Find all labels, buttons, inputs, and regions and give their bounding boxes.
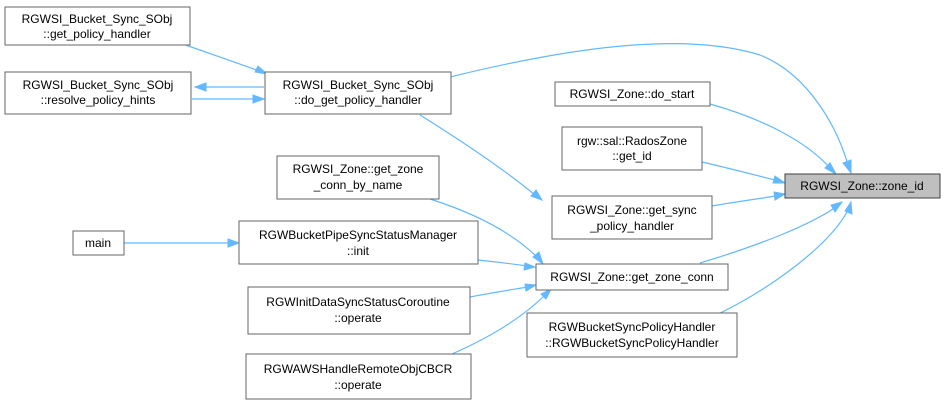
node-box <box>264 71 452 115</box>
edge-do-get-policy-handler-to-get-sync-policy-handler <box>419 114 536 196</box>
node-label-line-2: ::RGWBucketSyncPolicyHandler <box>545 336 718 350</box>
node-label-line-2: ::resolve_policy_hints <box>41 93 156 107</box>
node-zone-get-zone-conn-by-name[interactable]: RGWSI_Zone::get_zone _conn_by_name <box>276 155 440 200</box>
node-box <box>238 220 479 265</box>
edge-do-start-to-zone-id <box>709 103 831 169</box>
arrowhead <box>524 283 538 292</box>
arrowhead <box>532 251 544 266</box>
node-label-line-1: RGWSI_Bucket_Sync_SObj <box>23 78 174 92</box>
arrowhead <box>193 82 207 92</box>
arrowhead <box>844 200 853 215</box>
node-zone-get-zone-conn[interactable]: RGWSI_Zone::get_zone_conn <box>535 263 729 291</box>
edge-get-policy-handler-to-do-get-policy-handler <box>179 42 263 73</box>
node-main[interactable]: main <box>72 230 125 256</box>
node-label-line-2: ::get_policy_handler <box>43 27 150 41</box>
edge-init-data-sync-operate-to-get-zone-conn <box>469 286 529 298</box>
node-label-line-1: RGWInitDataSyncStatusCoroutine <box>266 295 450 309</box>
arrowhead <box>252 94 266 104</box>
node-label-line-2: ::init <box>347 244 370 258</box>
node-label: RGWSI_Zone::do_start <box>570 87 695 101</box>
node-bucket-sync-policy-handler[interactable]: RGWBucketSyncPolicyHandler ::RGWBucketSy… <box>526 312 738 358</box>
node-box <box>554 81 711 107</box>
node-label-line-2: ::get_id <box>612 149 651 163</box>
node-label-line-1: RGWSI_Zone::get_sync <box>567 203 696 217</box>
node-radoszone-get-id[interactable]: rgw::sal::RadosZone ::get_id <box>561 126 703 171</box>
node-label-line-2: ::do_get_policy_handler <box>294 93 421 107</box>
node-label-line-1: RGWAWSHandleRemoteObjCBCR <box>264 362 453 376</box>
node-label: main <box>85 236 111 250</box>
arrowhead <box>830 201 844 213</box>
edge-bucket-sync-policy-handler-to-zone-id <box>709 209 849 319</box>
edge-aws-handle-remote-operate-to-get-zone-conn <box>451 294 546 355</box>
node-zone-id[interactable]: RGWSI_Zone::zone_id <box>784 173 941 199</box>
node-box <box>4 6 191 46</box>
node-box <box>551 195 713 240</box>
node-bss-resolve-policy-hints[interactable]: RGWSI_Bucket_Sync_SObj ::resolve_policy_… <box>4 71 192 115</box>
node-box <box>784 173 941 199</box>
node-label-line-1: RGWSI_Bucket_Sync_SObj <box>22 12 173 26</box>
node-aws-handle-remote-operate[interactable]: RGWAWSHandleRemoteObjCBCR ::operate <box>245 353 472 400</box>
arrowhead <box>540 287 553 300</box>
node-zone-get-sync-policy-handler[interactable]: RGWSI_Zone::get_sync _policy_handler <box>551 195 713 240</box>
graph-edges <box>124 42 853 355</box>
node-init-data-sync-operate[interactable]: RGWInitDataSyncStatusCoroutine ::operate <box>247 286 471 335</box>
arrowhead <box>530 189 544 201</box>
edge-do-get-policy-handler-to-zone-id <box>449 42 849 166</box>
node-label: RGWSI_Zone::zone_id <box>800 179 923 193</box>
edge-get-zone-conn-to-zone-id <box>699 206 837 264</box>
node-box <box>4 71 192 115</box>
edge-get-zone-conn-by-name-to-get-zone-conn <box>429 198 539 259</box>
node-box <box>535 263 729 291</box>
node-label-line-2: ::operate <box>334 378 382 392</box>
node-box <box>276 155 440 200</box>
arrowhead <box>842 159 852 175</box>
node-label-line-2: _policy_handler <box>589 219 674 233</box>
node-label-line-2: ::operate <box>334 311 382 325</box>
node-label-line-1: rgw::sal::RadosZone <box>577 134 687 148</box>
arrowhead <box>227 238 241 248</box>
node-label: RGWSI_Zone::get_zone_conn <box>550 270 713 284</box>
node-label-line-1: RGWBucketSyncPolicyHandler <box>549 320 716 334</box>
arrowhead <box>254 65 269 75</box>
arrowhead <box>523 262 537 271</box>
node-box <box>247 286 471 335</box>
edge-radoszone-get-id-to-zone-id <box>701 161 776 181</box>
arrowhead <box>772 175 787 184</box>
node-bucket-pipe-init[interactable]: RGWBucketPipeSyncStatusManager ::init <box>238 220 479 265</box>
node-label-line-2: _conn_by_name <box>313 178 403 192</box>
arrowhead <box>824 162 838 176</box>
node-label-line-1: RGWSI_Bucket_Sync_SObj <box>283 78 434 92</box>
node-box <box>245 353 472 400</box>
node-zone-do-start[interactable]: RGWSI_Zone::do_start <box>554 81 711 107</box>
edge-get-sync-policy-handler-to-zone-id <box>711 195 777 207</box>
node-label-line-1: RGWSI_Zone::get_zone <box>293 162 424 176</box>
node-box <box>526 312 738 358</box>
arrowhead <box>773 191 787 201</box>
edge-bucket-pipe-init-to-get-zone-conn <box>477 259 528 267</box>
graph-nodes: RGWSI_Zone::zone_id RGWSI_Bucket_Sync_SO… <box>4 6 941 400</box>
node-box <box>561 126 703 171</box>
node-box <box>72 230 125 256</box>
node-bss-do-get-policy-handler[interactable]: RGWSI_Bucket_Sync_SObj ::do_get_policy_h… <box>264 71 452 115</box>
node-label-line-1: RGWBucketPipeSyncStatusManager <box>259 228 457 242</box>
node-bss-get-policy-handler[interactable]: RGWSI_Bucket_Sync_SObj ::get_policy_hand… <box>4 6 191 46</box>
